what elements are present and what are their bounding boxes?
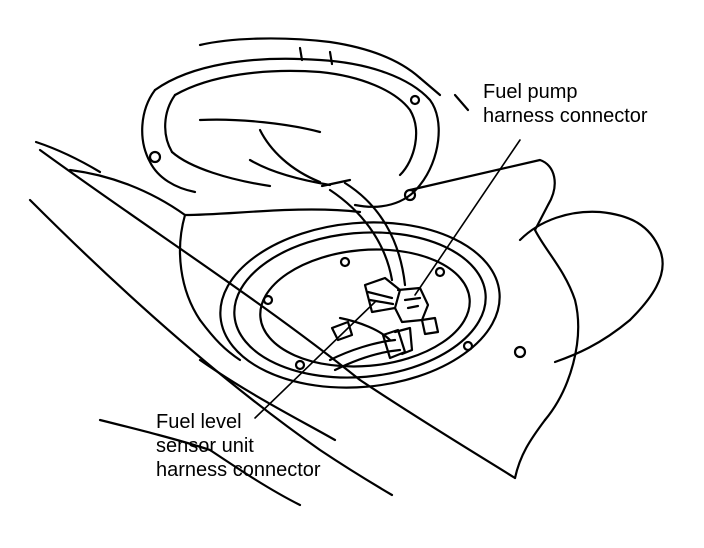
pump-opening [219,221,527,389]
callout-line: harness connector [156,459,321,481]
leader-lines [254,139,521,419]
callout-line: Fuel level [156,411,242,433]
pump-head-connectors [330,276,440,342]
fuel-pump-harness-connector-label: Fuel pump harness connector [483,80,648,128]
tank-body-outline [28,140,664,507]
access-cover [141,37,470,208]
callout-line: harness connector [483,105,648,127]
fuel-lines [328,326,414,372]
callout-line: Fuel pump [483,81,578,103]
callout-line: sensor unit [156,435,254,457]
leader-line-fuel-level [254,301,376,419]
fuel-level-sensor-harness-connector-label: Fuel level sensor unit harness connector [156,410,321,482]
fuel-hose [320,178,407,287]
leader-line-fuel-pump [414,139,521,296]
